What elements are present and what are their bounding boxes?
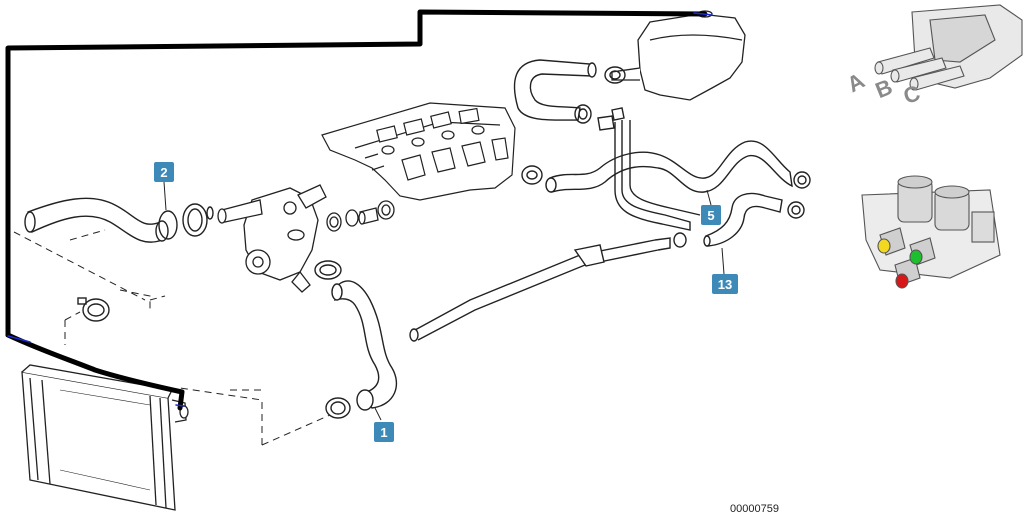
inset-heater-valve (861, 175, 1001, 289)
upper-hose (513, 59, 597, 121)
port-red (895, 273, 909, 289)
clamps-upper (574, 66, 626, 131)
port-letters: A B C (843, 68, 923, 109)
heater-hose-5 (545, 140, 793, 193)
port-yellow (877, 238, 891, 254)
callout-leaders (163, 181, 725, 421)
radiator (21, 364, 189, 511)
clamps-left (77, 203, 214, 322)
cylinder-head (321, 102, 516, 201)
metal-pipe (409, 120, 701, 342)
route-line (5, 9, 713, 411)
callout-1[interactable]: 1 (374, 422, 394, 442)
fittings-middle (326, 200, 395, 232)
inset-valve-abc (874, 4, 1023, 91)
callout-2[interactable]: 2 (154, 162, 174, 182)
callout-5[interactable]: 5 (701, 205, 721, 225)
expansion-tank (611, 10, 746, 101)
hose-1 (331, 280, 398, 411)
hose-2 (24, 197, 169, 243)
water-pump (217, 184, 327, 293)
clamps-right (521, 165, 811, 248)
hose-13 (703, 192, 783, 247)
port-green (909, 249, 923, 265)
figure-id: 00000759 (730, 503, 779, 515)
reference-lines (13, 229, 331, 446)
callout-13[interactable]: 13 (712, 274, 738, 294)
clamps-lower (314, 260, 351, 419)
